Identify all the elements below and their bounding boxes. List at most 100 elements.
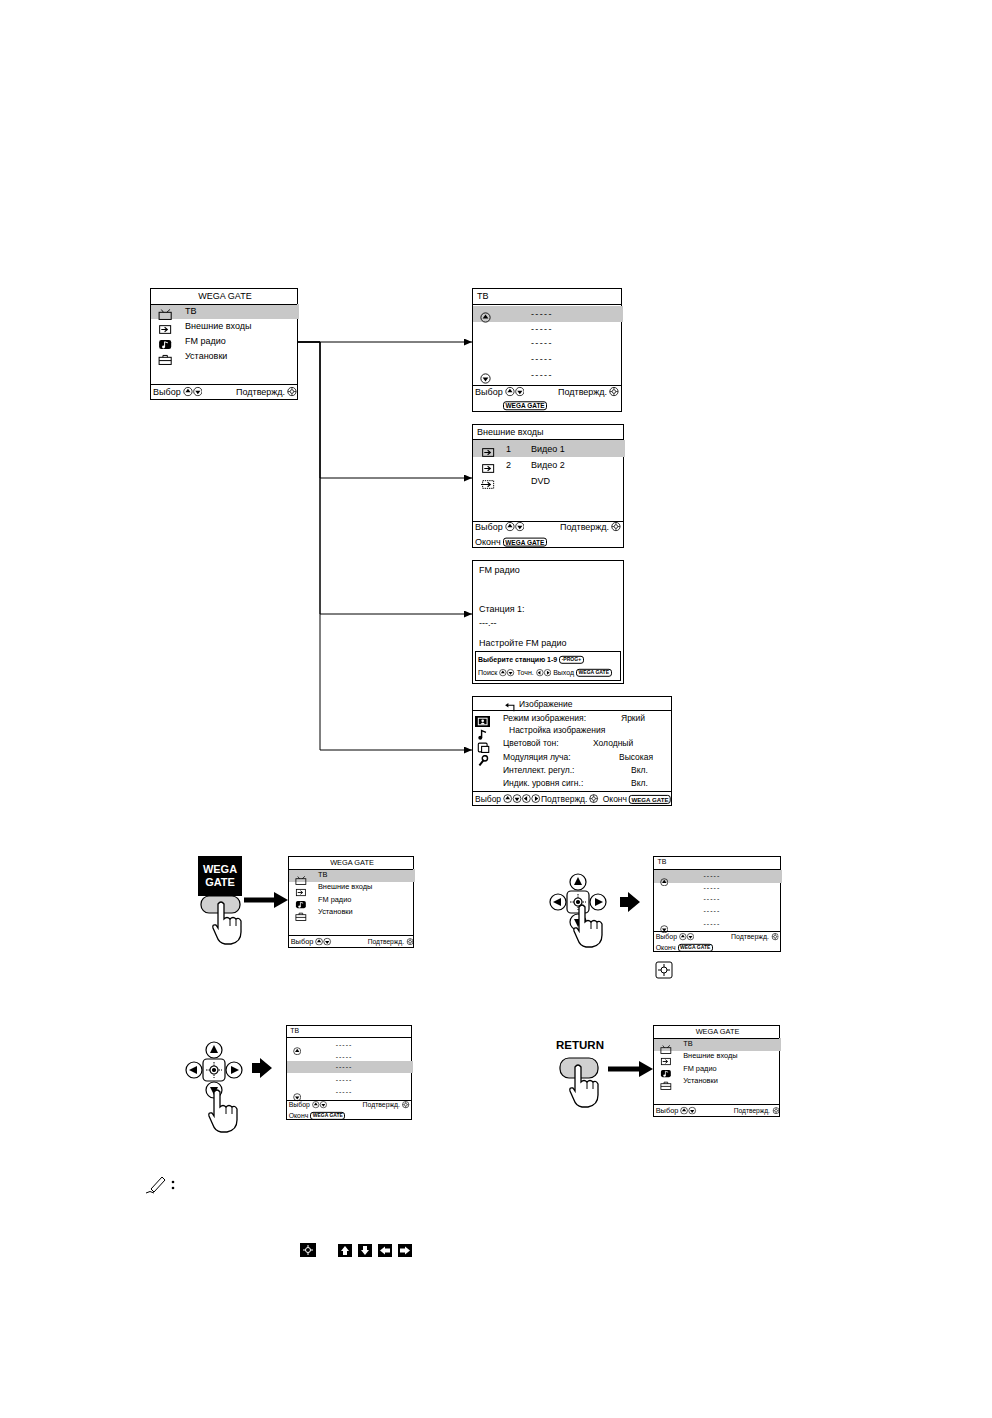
screen-text: ----- xyxy=(336,1075,353,1083)
text-row: ОкончWEGA GATE xyxy=(475,537,547,548)
screen-text: Настройте FM радио xyxy=(479,638,566,649)
menu-icon-graphic xyxy=(481,447,495,458)
text-row: Подтвержд. xyxy=(560,522,621,533)
screen-text: Вкл. xyxy=(631,778,648,788)
text-row: Режим изображения: xyxy=(503,713,586,723)
screen-text: FM радио xyxy=(318,895,351,904)
menu-icon xyxy=(295,883,307,901)
menu-icon xyxy=(158,306,172,324)
screen-text: Установки xyxy=(683,1077,718,1086)
screen-text: Выбор xyxy=(475,387,503,398)
menu-icon-graphic xyxy=(660,1081,672,1090)
menu-icon xyxy=(475,739,490,757)
button-icon xyxy=(589,794,598,803)
connector-arrow xyxy=(244,898,274,903)
text-row: Выбор xyxy=(475,522,524,533)
screen-text: Вкл. xyxy=(631,765,648,775)
connector-arrow xyxy=(608,1067,639,1072)
tv-screen: ТВ-------------------------ВыборПодтверж… xyxy=(653,856,781,952)
text-row: ----- xyxy=(703,919,720,927)
text-row: ----- xyxy=(336,1075,353,1083)
screen-text: Подтвержд. xyxy=(734,1107,770,1115)
screen-text: ТВ xyxy=(290,1027,299,1035)
text-row: WEGA GATE xyxy=(696,1027,740,1036)
screen-text: ----- xyxy=(703,907,720,915)
menu-icon-graphic xyxy=(295,888,307,897)
screen-text: ----- xyxy=(703,895,720,903)
text-row: ТВ xyxy=(657,858,666,866)
text-row: Цветовой тон: xyxy=(503,738,559,748)
text-row: WEGA GATE xyxy=(198,291,251,302)
button-icon xyxy=(536,669,551,677)
divider-line xyxy=(151,384,297,385)
screen-text: Точн. xyxy=(517,669,534,677)
screen-text: Выбор xyxy=(289,1101,310,1109)
text-row: Подтвержд. xyxy=(734,1107,780,1115)
text-row: Выбор xyxy=(291,937,332,946)
screen-text: Высокая xyxy=(619,752,653,762)
menu-icon-graphic xyxy=(158,339,172,350)
text-row: Подтвержд. xyxy=(368,938,414,946)
divider-line xyxy=(289,869,413,870)
text-row: FM радио xyxy=(479,565,520,576)
menu-icon-graphic xyxy=(158,309,172,320)
text-row: ----- xyxy=(531,324,553,335)
fm-screen: FM радиоСтанция 1: ---.-- Настройте FM рад… xyxy=(472,560,624,684)
menu-icon-graphic xyxy=(504,702,517,713)
button-icon xyxy=(771,933,779,941)
menu-icon-graphic xyxy=(660,1057,672,1066)
text-row: WEGA GATE xyxy=(198,856,242,896)
text-row: FM радио xyxy=(185,336,226,347)
text-row: ----- xyxy=(531,370,553,381)
menu-icon-graphic xyxy=(475,729,490,740)
return-key-press xyxy=(560,1058,598,1107)
menu-icon xyxy=(660,1064,672,1082)
screen-text: Настройка изображения xyxy=(509,725,605,735)
button-icon xyxy=(406,938,413,945)
screen-text: Станция 1: xyxy=(479,604,525,615)
screen-text: Видео 2 xyxy=(531,460,565,471)
button-icon xyxy=(609,387,619,397)
menu-icon xyxy=(660,1077,672,1095)
menu-icon xyxy=(158,351,172,369)
divider-line xyxy=(151,304,297,305)
menu-screen: WEGA GATEТВВнешние входыFM радиоУстановк… xyxy=(150,288,298,400)
menu-icon-graphic xyxy=(660,878,669,887)
menu-icon-graphic xyxy=(295,912,307,921)
screen-text: ТВ xyxy=(477,291,489,302)
screen-text: ТВ xyxy=(318,871,327,880)
screen-text: ----- xyxy=(336,1088,353,1096)
menu-icon xyxy=(475,752,490,770)
button-icon xyxy=(505,387,525,397)
button-icon xyxy=(505,522,525,532)
menu-icon-graphic xyxy=(475,742,490,753)
screen-text: Цветовой тон: xyxy=(503,738,559,748)
text-row: ОкончWEGA GATE xyxy=(289,1111,346,1119)
text-row: Видео 2 xyxy=(531,460,565,471)
screen-text: Выбор xyxy=(291,937,314,946)
text-row: ОкончWEGA GATE xyxy=(603,794,671,804)
tv-screen: ТВ-------------------------ВыборПодтверж… xyxy=(286,1025,412,1120)
text-row: Вкл. xyxy=(631,765,648,775)
text-row: Выбор xyxy=(475,387,524,398)
button-icon xyxy=(499,669,514,677)
menu-icon-graphic xyxy=(293,1047,301,1055)
screen-text: Выбор xyxy=(475,522,503,533)
picture-settings-screen: ИзображениеРежим изображения:ЯркийНастро… xyxy=(472,696,672,806)
menu-icon xyxy=(660,1040,672,1058)
text-row: Выбор xyxy=(656,933,695,941)
text-row: Выбор xyxy=(153,387,202,398)
divider-line xyxy=(654,1038,779,1039)
screen-text: Установки xyxy=(185,351,227,362)
text-row: Подтвержд. xyxy=(363,1101,410,1109)
button-icon xyxy=(402,1101,410,1109)
divider-line xyxy=(289,935,413,936)
button-icon xyxy=(680,1107,696,1115)
screen-text: ---.-- xyxy=(479,618,497,629)
screen-text: Оконч xyxy=(475,537,501,548)
text-row: Выбор xyxy=(475,794,541,804)
button-icon xyxy=(679,933,694,941)
text-row: WEGA GATE xyxy=(330,858,374,867)
screen-text: Подтвержд. xyxy=(558,387,607,398)
button-icon xyxy=(402,1101,410,1109)
